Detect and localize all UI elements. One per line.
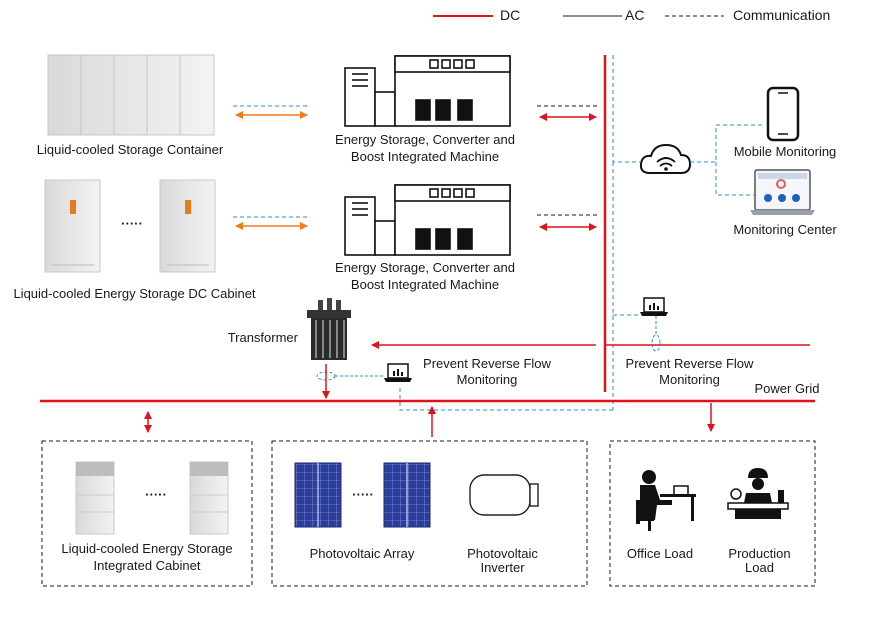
legend-ac-label: AC <box>625 7 645 23</box>
pv-inverter-label-line2: Inverter <box>480 560 525 575</box>
prf-right-label-line2: Monitoring <box>659 372 720 387</box>
dc-cabinet-image-2 <box>159 179 216 273</box>
box-photovoltaic <box>271 440 588 587</box>
comm-line-prf1 <box>399 387 613 411</box>
prf-right-label-line1: Prevent Reverse Flow <box>625 356 754 371</box>
production-load-label-line2: Load <box>745 560 774 575</box>
integrated-cabinet-image-1 <box>75 461 115 535</box>
flow-container-machine1 <box>233 105 310 119</box>
laptop-icon <box>640 297 668 316</box>
mobile-monitoring-label: Mobile Monitoring <box>733 144 837 159</box>
transformer-icon <box>307 298 351 360</box>
flow-machine2-bus <box>537 214 600 231</box>
storage-container-image <box>47 54 215 136</box>
integrated-cabinet-label-line2: Integrated Cabinet <box>93 558 201 573</box>
storage-container-label: Liquid-cooled Storage Container <box>36 142 224 157</box>
wifi-cloud-icon <box>639 143 692 174</box>
pv-array-label: Photovoltaic Array <box>309 546 415 561</box>
box-integrated-cabinet <box>41 440 253 587</box>
flow-machine1-bus <box>537 105 600 121</box>
laptop-icon <box>384 363 412 382</box>
ct-sensor-right <box>651 334 661 352</box>
prf-left-label-line2: Monitoring <box>456 372 518 387</box>
integrated-cabinet-ellipsis: ····· <box>145 487 167 502</box>
comm-line-center <box>715 162 755 196</box>
monitor-icon <box>750 169 815 215</box>
office-load-label: Office Load <box>626 546 694 561</box>
machine2-label-line1: Energy Storage, Converter and <box>335 260 515 275</box>
integrated-cabinet-label-line1: Liquid-cooled Energy Storage <box>61 541 233 556</box>
dc-cabinet-label: Liquid-cooled Energy Storage DC Cabinet <box>13 286 256 301</box>
dc-cabinet-image-1 <box>44 179 101 273</box>
machine1-label-line2: Boost Integrated Machine <box>350 149 500 164</box>
prf-left-label-line1: Prevent Reverse Flow <box>423 356 551 371</box>
machine1-label-line1: Energy Storage, Converter and <box>335 132 515 147</box>
legend-comm-label: Communication <box>733 7 831 23</box>
pv-inverter-image <box>469 474 539 516</box>
solar-panel-icon <box>294 462 342 528</box>
comm-line-cloud <box>612 55 640 163</box>
pv-inverter-label-line1: Photovoltaic <box>467 546 538 561</box>
integrated-cabinet-image-2 <box>189 461 229 535</box>
legend-dc-label: DC <box>500 7 521 23</box>
dc-cabinet-ellipsis: ····· <box>121 216 143 231</box>
pv-array-ellipsis: ····· <box>352 487 374 502</box>
flow-cabinet-machine2 <box>233 216 310 230</box>
factory-worker-icon <box>727 468 789 519</box>
monitoring-center-label: Monitoring Center <box>733 222 837 237</box>
integrated-machine-image-2 <box>344 184 511 256</box>
smartphone-icon <box>766 86 800 142</box>
production-load-label-line1: Production <box>728 546 791 561</box>
machine2-label-line2: Boost Integrated Machine <box>350 277 500 292</box>
solar-panel-icon <box>383 462 431 528</box>
transformer-label: Transformer <box>227 330 298 345</box>
integrated-machine-image-1 <box>344 55 511 127</box>
comm-line-mobile <box>690 124 765 163</box>
office-worker-icon <box>636 470 696 531</box>
power-grid-label: Power Grid <box>754 381 820 396</box>
